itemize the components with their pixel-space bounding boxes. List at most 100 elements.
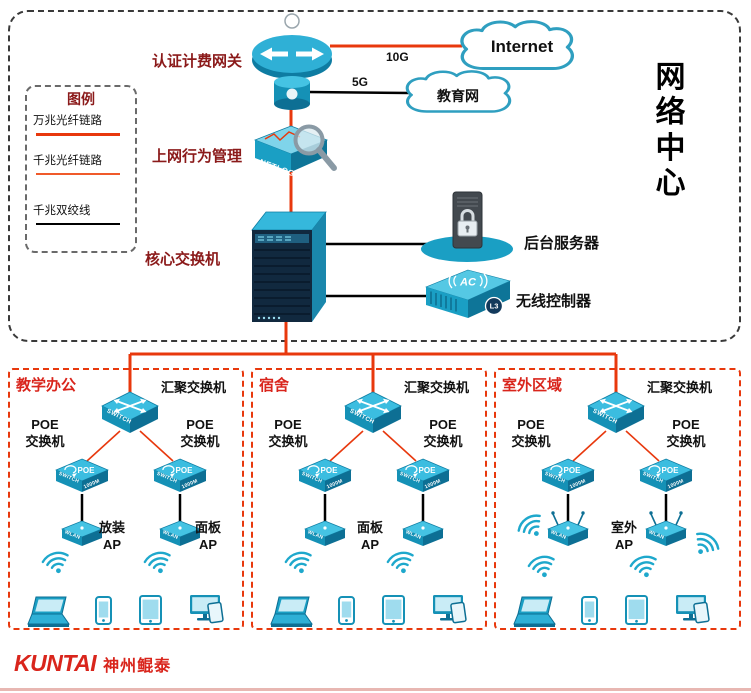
poe-switch-icon: POE SWITCH 1000M [298,458,352,493]
wifi-signal-icon [385,548,418,578]
zone3-ap-label-a: 室外 AP [610,520,637,552]
zone3-icons: SWITCH POE SWITCH 1000M POE SWITCH 1000M… [513,391,723,628]
svg-text:WLAN: WLAN [162,529,179,541]
legend-item-10g-fiber: 万兆光纤链路 [33,115,102,127]
zone1-title: 教学办公 [16,377,77,394]
wireless-controller-label: 无线控制器 [516,293,592,310]
outdoor-ap-icon: WLAN [646,511,686,546]
svg-text:POE: POE [564,466,582,475]
agg-switch-icon: SWITCH [344,391,402,434]
footer-divider [0,688,751,691]
zone1-poe-right-label: POE 交换机 [180,417,220,449]
svg-text:POE: POE [176,466,194,475]
svg-text:L3: L3 [490,302,499,311]
zone3-agg-label: 汇聚交换机 [647,380,713,395]
zone3-link-agg-poe-right [625,430,660,462]
phone-icon [581,596,598,625]
internet-cloud-label: Internet [490,37,554,56]
phone-icon [338,596,355,625]
zone2-agg-label: 汇聚交换机 [404,380,470,395]
wifi-signal-icon [514,510,550,545]
outdoor-ap-icon: WLAN [548,511,588,546]
brand-logo-en: KUNTAI [14,650,97,676]
zone1-link-agg-poe-right [139,430,174,462]
core-links [128,44,618,396]
svg-text:WLAN: WLAN [550,529,567,541]
tablet-icon [382,595,405,625]
poe-switch-icon: POE SWITCH 1000M [541,458,595,493]
legend-title: 图例 [67,91,95,107]
behavior-mgmt-label: 上网行为管理 [151,148,242,165]
zone2-poe-left-label: POE 交换机 [268,417,308,449]
zone1-link-agg-poe-left [86,430,121,462]
wlan-ap-icon: WLAN [402,520,444,547]
poe-switch-icon: POE SWITCH 1000M [639,458,693,493]
poe-switch-icon: POE SWITCH 1000M [396,458,450,493]
brand-logo-cn: 神州鲲泰 [103,658,172,675]
core-switch-label: 核心交换机 [144,251,220,268]
billing-device-icon [274,76,310,110]
svg-text:POE: POE [78,466,96,475]
zone1-poe-left-label: POE 交换机 [25,417,65,449]
laptop-icon [513,596,556,628]
link-10g-label: 10G [386,50,409,64]
poe-switch-icon: POE SWITCH 1000M [55,458,109,493]
legend-box [25,85,137,253]
laptop-icon [27,596,70,628]
legend-item-1g-fiber: 千兆光纤链路 [33,155,102,167]
zone1-agg-label: 汇聚交换机 [161,380,227,395]
auth-gateway-label: 认证计费网关 [151,53,242,70]
poe-switch-icon: POE SWITCH 1000M [153,458,207,493]
zone2-title: 宿舍 [259,377,290,394]
zone2-poe-right-label: POE 交换机 [423,417,463,449]
zone2-link-agg-poe-right [382,430,417,462]
wifi-signal-icon [142,548,175,578]
zone1-ap-label-a: 放装 AP [98,520,125,552]
brand-logo: KUNTAI 神州鲲泰 [14,650,171,677]
svg-text:AC: AC [459,277,477,289]
zone3-title: 室外区域 [502,377,563,394]
zone-box-dormitory [251,368,487,630]
phone-icon [95,596,112,625]
link-gateway-edu [307,90,411,95]
zone-box-teaching-office [8,368,244,630]
wlan-ap-icon: WLAN [61,520,103,547]
svg-text:POE: POE [419,466,437,475]
wifi-signal-icon [40,548,73,578]
svg-text:WLAN: WLAN [405,529,422,541]
legend-line-copper [36,223,120,225]
netlog-device-icon: NETLOG [253,124,337,179]
legend-line-1g-fiber [36,173,120,175]
zone3-link-agg-poe-left [572,430,607,462]
auth-gateway-icon [252,13,332,79]
monitor-icon [432,594,467,624]
tablet-icon [139,595,162,625]
wlan-ap-icon: WLAN [304,520,346,547]
svg-text:POE: POE [662,466,680,475]
monitor-icon [189,594,224,624]
svg-text:WLAN: WLAN [307,529,324,541]
zone3-poe-right-label: POE 交换机 [666,417,706,449]
wifi-signal-icon [628,552,661,582]
zone3-poe-left-label: POE 交换机 [511,417,551,449]
wlan-ap-icon: WLAN [159,520,201,547]
backend-server-icon [421,191,513,262]
wifi-signal-icon [687,528,723,563]
legend-item-copper: 千兆双绞线 [33,205,91,217]
zone1-icons: SWITCH POE SWITCH 1000M POE SWITCH 1000M… [27,391,224,628]
svg-text:POE: POE [321,466,339,475]
zone2-ap-label-a: 面板 AP [356,520,383,552]
wifi-signal-icon [283,548,316,578]
agg-switch-icon: SWITCH [101,391,159,434]
svg-text:WLAN: WLAN [648,529,665,541]
network-center-box [8,10,741,342]
monitor-icon [675,594,710,624]
edu-cloud-label: 教育网 [437,88,479,104]
legend-line-10g-fiber [36,133,120,136]
link-5g-label: 5G [352,75,369,89]
wifi-signal-icon [526,552,559,582]
agg-switch-icon: SWITCH [587,391,645,434]
tablet-icon [625,595,648,625]
